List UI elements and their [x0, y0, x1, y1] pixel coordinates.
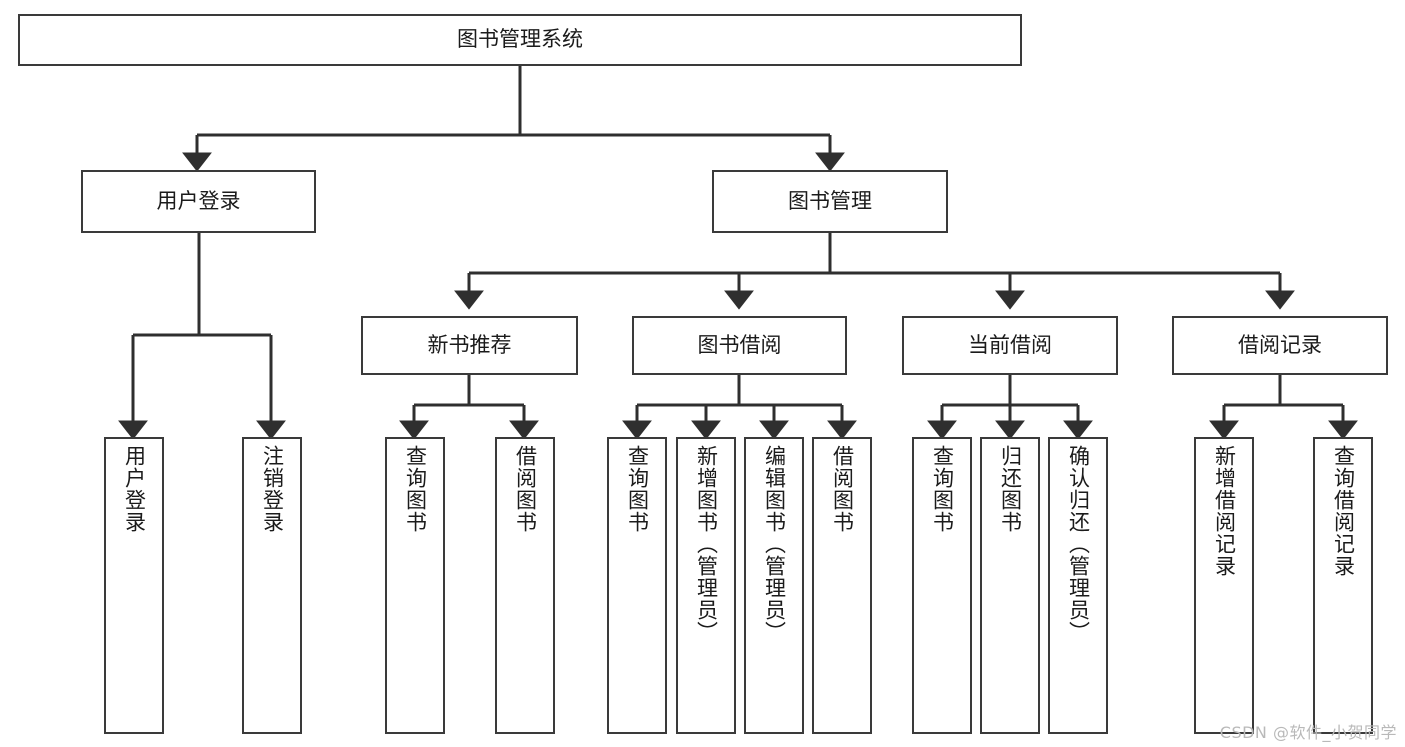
node-leaf-query-book-1[interactable]: 查询图书: [385, 437, 445, 734]
node-user-login-label: 用户登录: [156, 188, 241, 213]
node-leaf-query-book-3-label: 查询图书: [930, 445, 955, 533]
node-book-borrow-label: 图书借阅: [697, 332, 782, 357]
node-root-label: 图书管理系统: [457, 27, 583, 52]
node-book-manage[interactable]: 图书管理: [712, 170, 948, 233]
node-leaf-logout-login[interactable]: 注销登录: [242, 437, 302, 734]
node-current-borrow[interactable]: 当前借阅: [902, 316, 1118, 375]
node-leaf-borrow-book-1[interactable]: 借阅图书: [495, 437, 555, 734]
node-leaf-add-record-label: 新增借阅记录: [1212, 445, 1237, 577]
node-root[interactable]: 图书管理系统: [18, 14, 1022, 66]
node-leaf-borrow-book-1-label: 借阅图书: [513, 445, 538, 533]
node-leaf-user-login[interactable]: 用户登录: [104, 437, 164, 734]
node-book-manage-label: 图书管理: [788, 188, 872, 213]
node-leaf-query-record-label: 查询借阅记录: [1331, 445, 1356, 577]
node-leaf-add-record[interactable]: 新增借阅记录: [1194, 437, 1254, 734]
node-leaf-add-book[interactable]: 新增图书（管理员）: [676, 437, 736, 734]
node-new-book-recommend-label: 新书推荐: [427, 332, 512, 357]
node-leaf-query-book-1-label: 查询图书: [403, 445, 428, 533]
node-book-borrow[interactable]: 图书借阅: [632, 316, 847, 375]
node-leaf-confirm-return-label: 确认归还（管理员）: [1066, 445, 1091, 643]
node-new-book-recommend[interactable]: 新书推荐: [361, 316, 578, 375]
node-leaf-borrow-book-2[interactable]: 借阅图书: [812, 437, 872, 734]
node-borrow-record[interactable]: 借阅记录: [1172, 316, 1388, 375]
node-leaf-borrow-book-2-label: 借阅图书: [830, 445, 855, 533]
node-leaf-edit-book-label: 编辑图书（管理员）: [762, 445, 787, 643]
node-leaf-return-book-label: 归还图书: [998, 445, 1023, 533]
node-leaf-return-book[interactable]: 归还图书: [980, 437, 1040, 734]
node-leaf-logout-login-label: 注销登录: [260, 445, 285, 533]
node-leaf-add-book-label: 新增图书（管理员）: [694, 445, 719, 643]
node-leaf-query-book-2-label: 查询图书: [625, 445, 650, 533]
node-current-borrow-label: 当前借阅: [968, 332, 1052, 357]
node-leaf-user-login-label: 用户登录: [122, 445, 147, 533]
node-leaf-query-book-3[interactable]: 查询图书: [912, 437, 972, 734]
node-leaf-query-book-2[interactable]: 查询图书: [607, 437, 667, 734]
node-leaf-edit-book[interactable]: 编辑图书（管理员）: [744, 437, 804, 734]
node-user-login[interactable]: 用户登录: [81, 170, 316, 233]
node-leaf-confirm-return[interactable]: 确认归还（管理员）: [1048, 437, 1108, 734]
node-leaf-query-record[interactable]: 查询借阅记录: [1313, 437, 1373, 734]
node-borrow-record-label: 借阅记录: [1238, 332, 1322, 357]
